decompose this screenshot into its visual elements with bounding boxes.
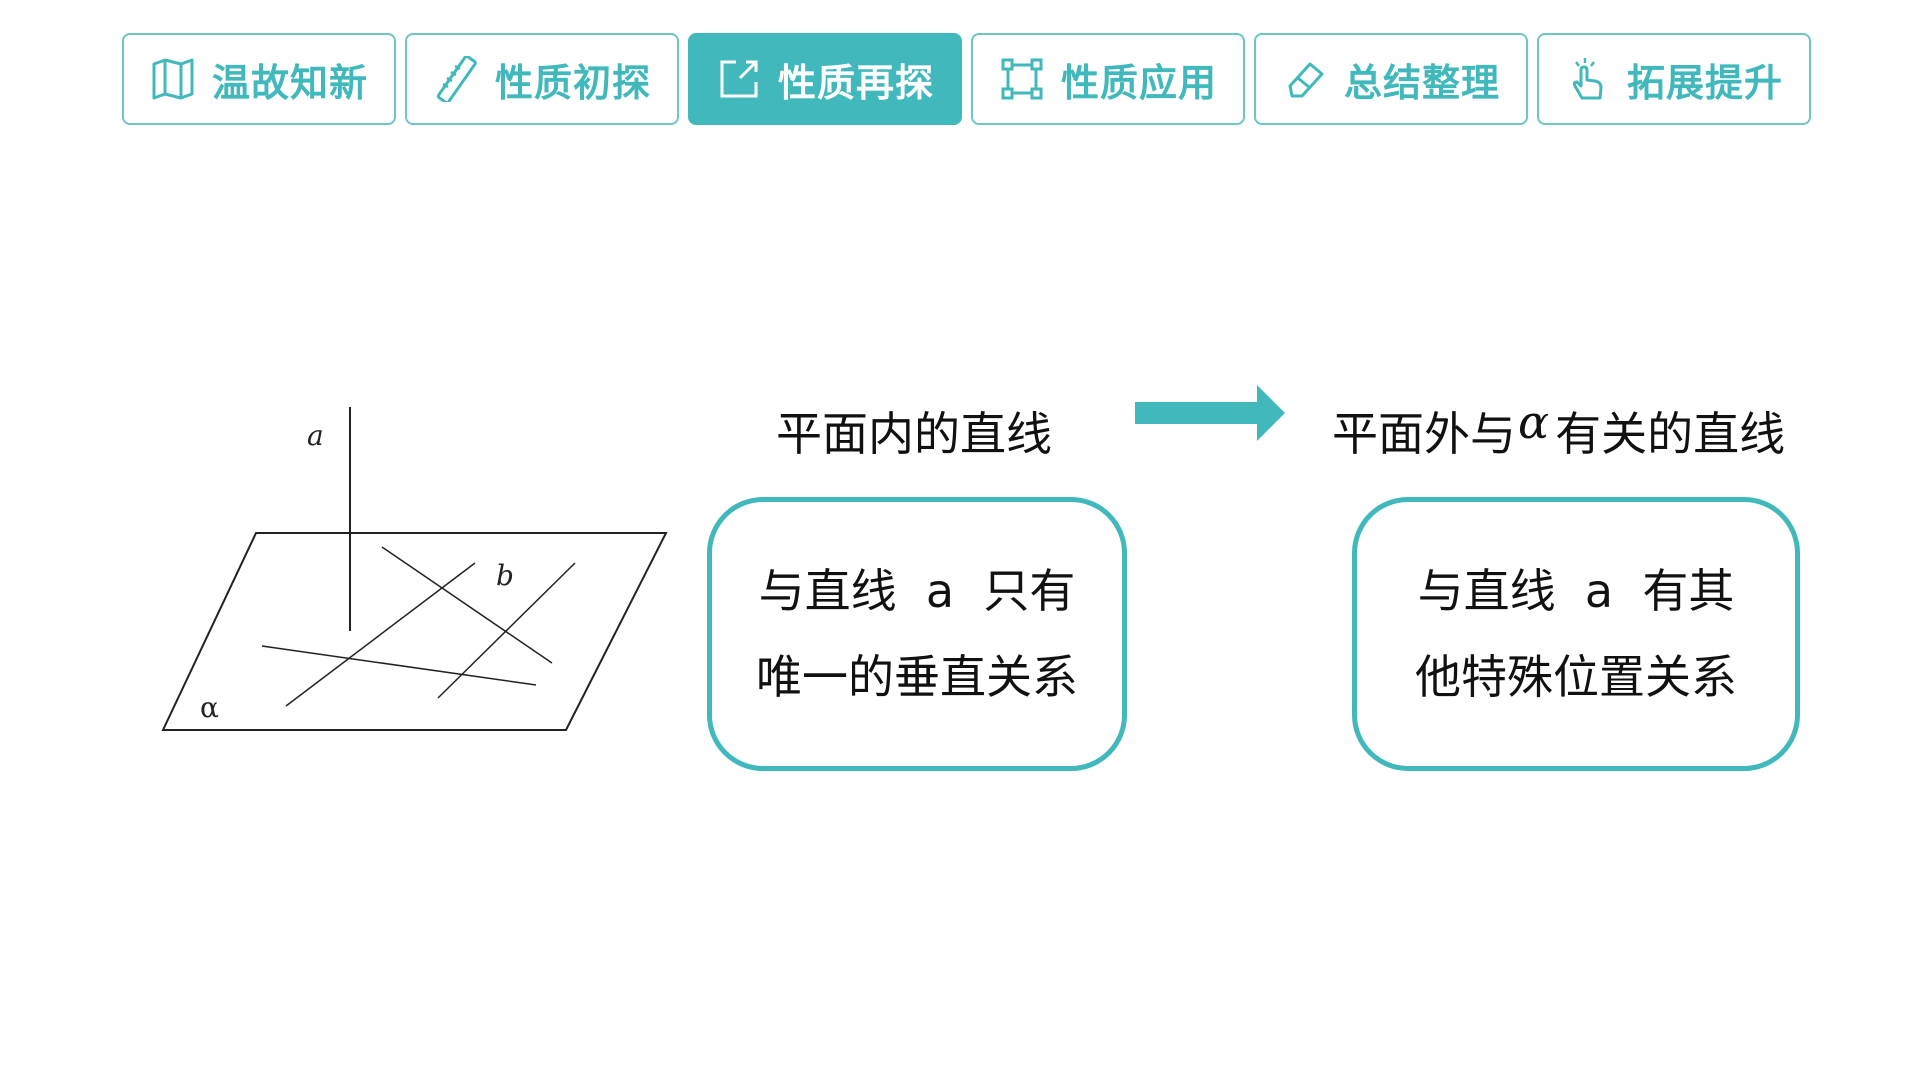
tap-hand-icon xyxy=(1565,56,1611,102)
plane-line-2 xyxy=(285,562,476,707)
line-b xyxy=(437,562,576,699)
tab-extension[interactable]: 拓展提升 xyxy=(1537,33,1811,125)
tab-second-explore[interactable]: 性质再探 xyxy=(688,33,962,125)
in-plane-relation-box: 与直线 a 只有 唯一的垂直关系 xyxy=(707,497,1127,771)
line-a-label: a xyxy=(307,419,324,452)
eraser-icon xyxy=(1282,56,1328,102)
box-line: 与直线 a 只有 xyxy=(758,564,1076,618)
ruler-icon xyxy=(433,56,479,102)
tab-label: 温故知新 xyxy=(211,60,368,105)
box-line: 他特殊位置关系 xyxy=(1415,650,1737,704)
tab-label: 性质再探 xyxy=(777,60,934,105)
out-of-plane-relation-box: 与直线 a 有其 他特殊位置关系 xyxy=(1352,497,1800,771)
tab-review[interactable]: 温故知新 xyxy=(122,33,396,125)
plane-line-1 xyxy=(381,546,553,664)
tab-label: 性质初探 xyxy=(494,60,651,105)
external-link-icon xyxy=(716,56,762,102)
book-map-icon xyxy=(150,56,196,102)
line-b-label: b xyxy=(496,559,514,592)
plane-alpha xyxy=(161,532,668,731)
tab-label: 总结整理 xyxy=(1343,60,1500,105)
tab-first-explore[interactable]: 性质初探 xyxy=(405,33,679,125)
tab-summary[interactable]: 总结整理 xyxy=(1254,33,1528,125)
heading-right-prefix: 平面外与 xyxy=(1332,407,1516,461)
heading-in-plane-lines: 平面内的直线 xyxy=(776,407,1052,461)
tab-application[interactable]: 性质应用 xyxy=(971,33,1245,125)
arrow-right-icon xyxy=(1135,385,1285,441)
tab-label: 性质应用 xyxy=(1060,60,1217,105)
plane-alpha-label: α xyxy=(200,691,219,724)
box-line: 与直线 a 有其 xyxy=(1417,564,1735,618)
alpha-symbol: α xyxy=(1518,395,1550,449)
box-line: 唯一的垂直关系 xyxy=(756,650,1078,704)
crop-frame-icon xyxy=(999,56,1045,102)
plane-line-3 xyxy=(261,645,537,686)
plane-figure: a b α xyxy=(150,395,690,745)
tab-label: 拓展提升 xyxy=(1626,60,1783,105)
heading-right-suffix: 有关的直线 xyxy=(1555,407,1786,461)
